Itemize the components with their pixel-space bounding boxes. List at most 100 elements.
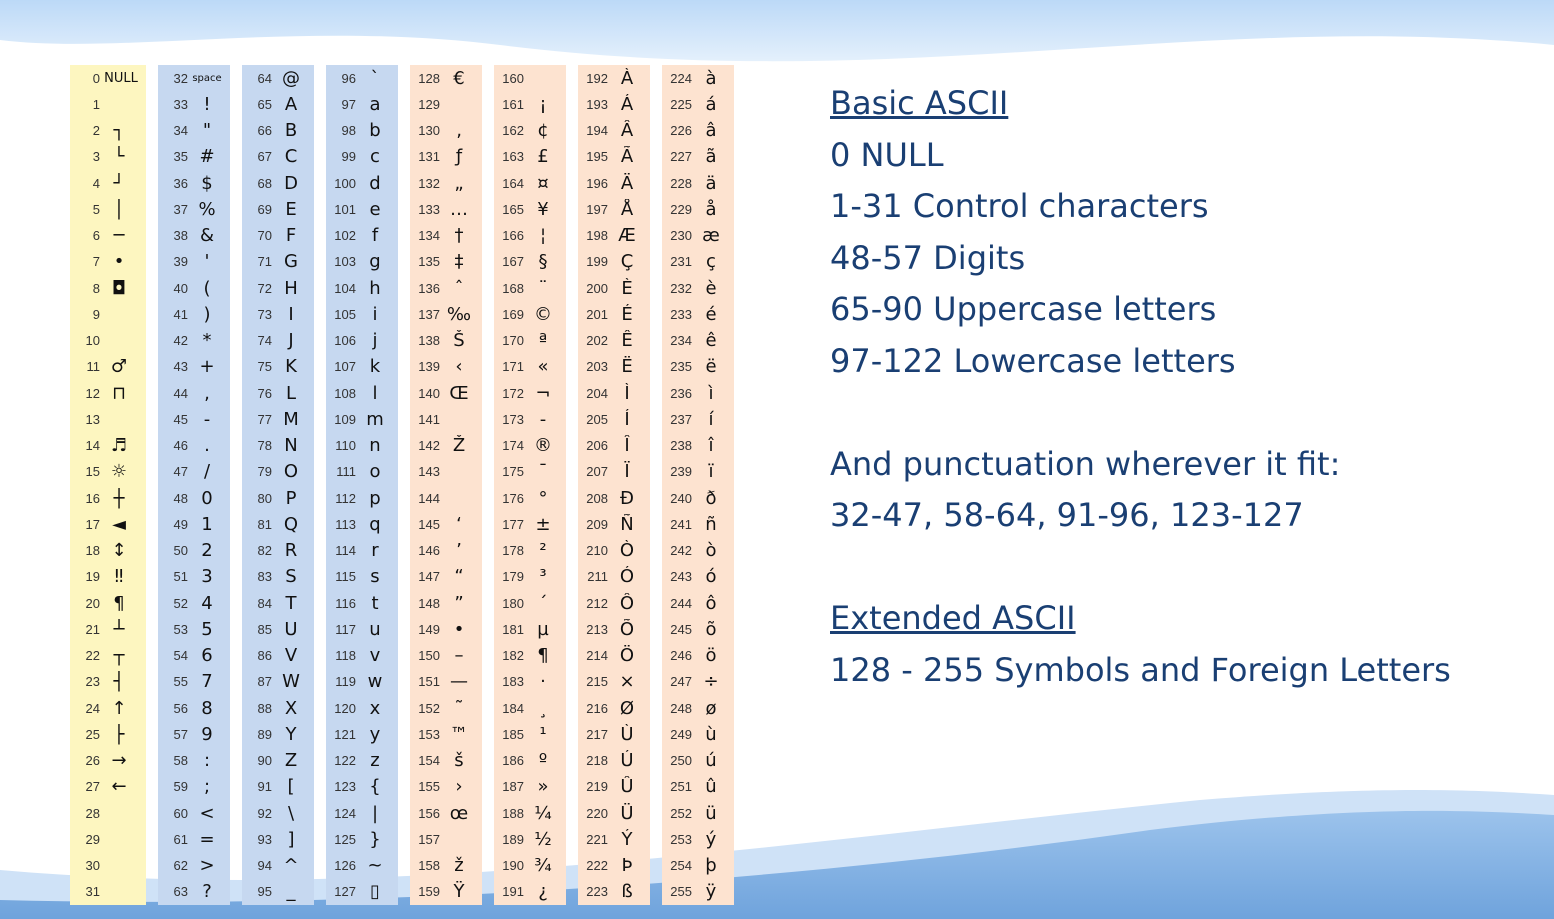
ascii-char: N (284, 435, 298, 457)
ascii-code: 7 (92, 254, 100, 270)
note-punctuation-ranges: 32-47, 58-64, 91-96, 123-127 (830, 496, 1304, 534)
ascii-code: 118 (335, 648, 356, 664)
ascii-code: 121 (334, 726, 356, 742)
ascii-code: 178 (502, 543, 524, 559)
ascii-char: * (202, 330, 212, 352)
ascii-code: 18 (85, 543, 100, 559)
ascii-char: C (284, 146, 298, 168)
ascii-cell: 28 (74, 800, 142, 826)
ascii-char: ø (705, 697, 717, 719)
ascii-code: 43 (173, 359, 188, 375)
ascii-char: ò (705, 540, 717, 562)
ascii-code: 146 (418, 543, 440, 559)
ascii-char: … (450, 198, 468, 220)
ascii-code: 11 (86, 359, 101, 375)
ascii-cell: 5│ (74, 196, 142, 222)
ascii-char: ‹ (455, 356, 463, 378)
ascii-char: × (619, 671, 635, 693)
ascii-code: 58 (173, 753, 188, 769)
ascii-char: œ (449, 802, 469, 824)
ascii-cell: 146’ (414, 538, 478, 564)
ascii-code: 253 (670, 831, 692, 847)
ascii-char: 5 (201, 618, 213, 640)
ascii-code: 24 (85, 700, 100, 716)
ascii-char: · (540, 671, 546, 693)
ascii-char: † (454, 225, 464, 247)
ascii-code: 84 (257, 595, 272, 611)
ascii-char: ♂ (110, 356, 128, 378)
ascii-code: 187 (502, 779, 524, 795)
ascii-code: 72 (257, 280, 272, 296)
ascii-char: ( (203, 277, 211, 299)
ascii-code: 221 (586, 831, 608, 847)
ascii-char: b (369, 120, 381, 142)
ascii-code: 218 (586, 753, 608, 769)
ascii-char: / (203, 461, 211, 483)
ascii-cell: 175¯ (498, 459, 562, 485)
ascii-code: 167 (502, 254, 524, 270)
ascii-cell: 183· (498, 669, 562, 695)
ascii-char: Ý (621, 828, 633, 850)
ascii-cell: 151— (414, 669, 478, 695)
ascii-char: ž (454, 855, 464, 877)
ascii-char: U (284, 618, 298, 640)
ascii-char: < (199, 802, 215, 824)
ascii-char: ¿ (538, 881, 548, 903)
ascii-cell: 157 (414, 826, 478, 852)
ascii-char: Q (283, 513, 299, 535)
note-uppercase: 65-90 Uppercase letters (830, 290, 1217, 328)
ascii-code: 157 (418, 831, 440, 847)
ascii-char: ‰ (446, 303, 472, 325)
ascii-char: þ (705, 855, 717, 877)
ascii-code: 88 (257, 700, 272, 716)
ascii-char: \ (287, 802, 295, 824)
ascii-code: 90 (257, 753, 272, 769)
ascii-code: 33 (173, 96, 188, 112)
ascii-cell: 137 ‰ (414, 301, 478, 327)
ascii-code: 172 (502, 385, 524, 401)
ascii-char: À (620, 67, 634, 89)
ascii-char: Ì (624, 382, 630, 404)
ascii-cell: 139 ‹ (414, 354, 478, 380)
ascii-code: 139 (418, 359, 440, 375)
ascii-code: 162 (502, 123, 524, 139)
ascii-char: 0 (201, 487, 213, 509)
ascii-char: û (705, 776, 717, 798)
ascii-code: 97 (341, 96, 356, 112)
ascii-char: o (369, 461, 381, 483)
ascii-char: q (369, 513, 381, 535)
ascii-char: n (369, 435, 381, 457)
ascii-cell: 22┬ (74, 643, 142, 669)
ascii-code: 138 (418, 333, 440, 349)
ascii-char: Ÿ (453, 881, 465, 903)
ascii-code: 16 (85, 490, 100, 506)
ascii-code: 3 (92, 149, 100, 165)
ascii-code: 137 (418, 306, 440, 322)
ascii-char: Ê (621, 330, 633, 352)
ascii-cell: 36$ (162, 170, 226, 196)
ascii-char: ; (203, 776, 211, 798)
ascii-code: 96 (341, 70, 356, 86)
ascii-code: 91 (257, 779, 272, 795)
ascii-cell: 3└ (74, 144, 142, 170)
ascii-code: 227 (670, 149, 692, 165)
ascii-cell: 171« (498, 354, 562, 380)
